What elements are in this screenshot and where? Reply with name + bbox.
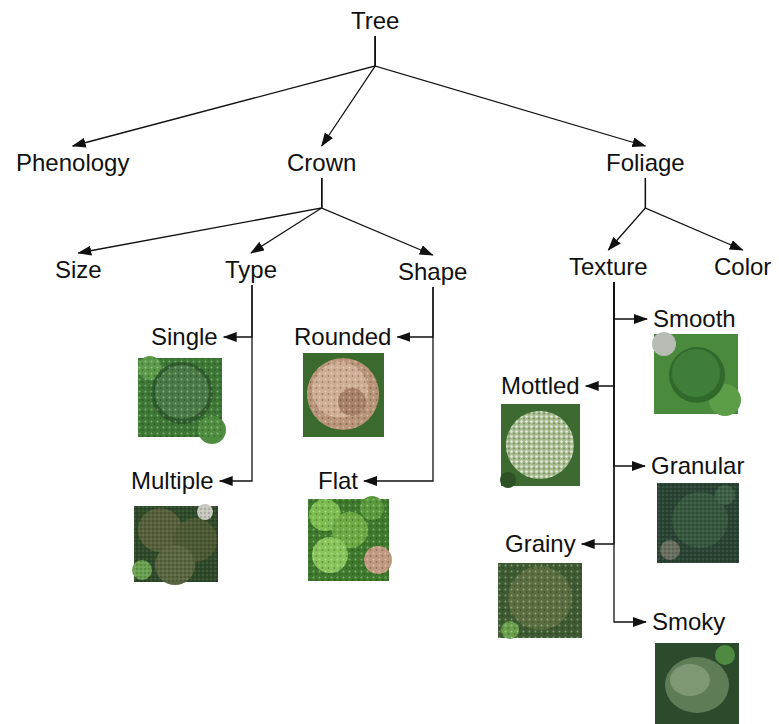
tree-node-label: Smooth — [650, 304, 739, 334]
node-text: Foliage — [606, 149, 685, 177]
tree-connector — [614, 282, 647, 319]
tree-node-label: Type — [222, 255, 280, 285]
node-text: Grainy — [505, 530, 576, 558]
tree-connector — [614, 282, 646, 622]
tree-node-label: Flat — [315, 466, 361, 496]
node-text: Tree — [351, 7, 399, 35]
tree-node-label: Granular — [648, 451, 747, 481]
tree-connector — [322, 178, 433, 255]
node-text: Flat — [318, 467, 358, 495]
node-text: Multiple — [131, 467, 214, 495]
node-text: Phenology — [16, 149, 129, 177]
tree-node-label: Grainy — [502, 529, 579, 559]
tree-connector — [608, 178, 645, 250]
tree-node-label: Smoky — [649, 607, 728, 637]
tree-connector — [364, 287, 433, 481]
node-text: Mottled — [501, 372, 580, 400]
tree-connector — [251, 178, 322, 253]
tree-node-label: Mottled — [498, 371, 583, 401]
smooth-crown-photo — [652, 332, 741, 416]
node-text: Type — [225, 256, 277, 284]
tree-node-label: Single — [148, 322, 221, 352]
tree-connector — [375, 36, 645, 146]
tree-node-label: Texture — [566, 252, 651, 282]
tree-connector — [78, 178, 321, 253]
tree-connector — [224, 285, 252, 337]
tree-connector — [73, 36, 376, 146]
flat-crown-photo — [308, 496, 392, 581]
tree-node-label: Shape — [395, 257, 470, 287]
tree-node-label: Color — [711, 252, 774, 282]
node-text: Rounded — [294, 323, 391, 351]
rounded-crown-photo — [303, 353, 384, 437]
granular-crown-photo — [657, 483, 739, 563]
tree-node-label: Tree — [348, 6, 402, 36]
tree-node-label: Phenology — [13, 148, 132, 178]
tree-connector — [322, 36, 376, 146]
node-text: Size — [55, 256, 102, 284]
node-text: Granular — [651, 452, 744, 480]
node-text: Single — [151, 323, 218, 351]
node-text: Smoky — [652, 608, 725, 636]
tree-node-label: Size — [52, 255, 105, 285]
node-text: Color — [714, 253, 771, 281]
tree-node-label: Rounded — [291, 322, 394, 352]
node-text: Shape — [398, 258, 467, 286]
tree-connector — [220, 285, 252, 481]
tree-connector — [582, 282, 614, 544]
node-text: Crown — [287, 149, 356, 177]
single-crown-photo — [138, 356, 226, 444]
node-text: Texture — [569, 253, 648, 281]
multiple-crown-photo — [132, 504, 218, 585]
tree-connector — [614, 282, 645, 466]
tree-connector — [586, 282, 614, 386]
tree-connector — [645, 178, 742, 250]
tree-node-label: Crown — [284, 148, 359, 178]
grainy-crown-photo — [498, 563, 582, 639]
node-text: Smooth — [653, 305, 736, 333]
mottled-crown-photo — [500, 404, 580, 488]
smoky-crown-photo — [655, 643, 739, 724]
tree-node-label: Multiple — [128, 466, 217, 496]
tree-node-label: Foliage — [603, 148, 688, 178]
tree-connector — [397, 287, 433, 337]
